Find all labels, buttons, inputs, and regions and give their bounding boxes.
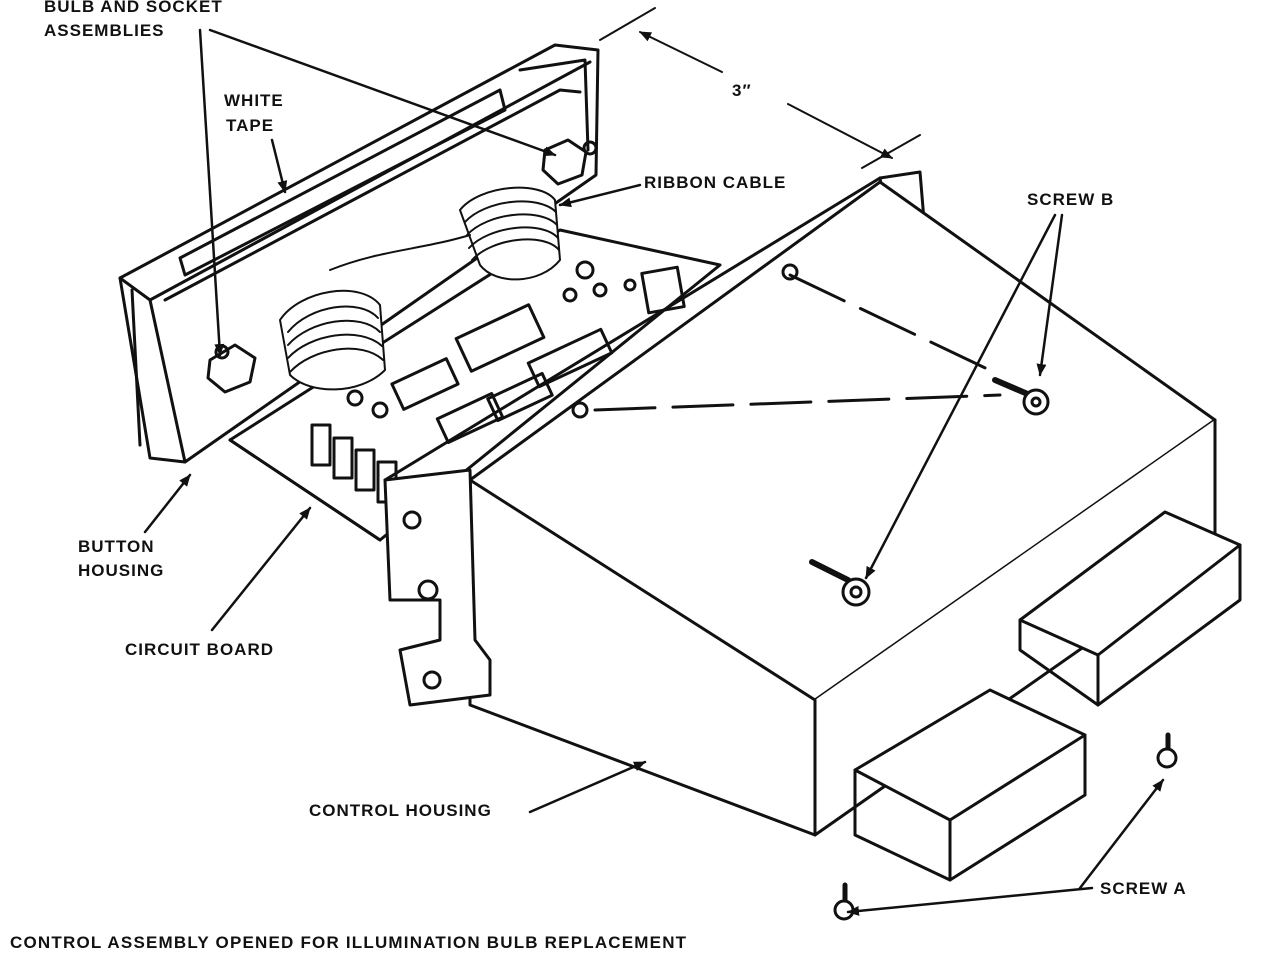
label-circuit-board: CIRCUIT BOARD <box>125 640 274 659</box>
label-bulb-socket-line2: ASSEMBLIES <box>44 21 165 40</box>
label-button-housing-line2: HOUSING <box>78 561 165 580</box>
label-control-housing: CONTROL HOUSING <box>309 801 492 820</box>
label-dimension: 3″ <box>732 81 752 100</box>
connector-rear <box>1018 510 1242 707</box>
leader-lines <box>143 28 1165 916</box>
label-screw-b: SCREW B <box>1027 190 1115 209</box>
label-button-housing-line1: BUTTON <box>78 537 155 556</box>
screw-b-lower <box>809 559 871 607</box>
left-mounting-bracket <box>383 468 492 707</box>
screw-a-right <box>1156 732 1178 769</box>
label-ribbon-cable: RIBBON CABLE <box>644 173 787 192</box>
label-white-tape-line2: TAPE <box>226 116 275 135</box>
label-screw-a: SCREW A <box>1100 879 1187 898</box>
dimension-line <box>599 7 921 169</box>
label-white-tape-line1: WHITE <box>224 91 284 110</box>
screw-a-left <box>833 882 855 921</box>
ribbon-cable <box>279 186 561 391</box>
connector-front <box>853 688 1087 882</box>
bulb-socket-left <box>206 343 257 394</box>
screw-b-upper <box>992 377 1050 416</box>
label-bulb-socket-line1: BULB AND SOCKET <box>44 0 223 16</box>
figure-caption: CONTROL ASSEMBLY OPENED FOR ILLUMINATION… <box>10 933 688 952</box>
